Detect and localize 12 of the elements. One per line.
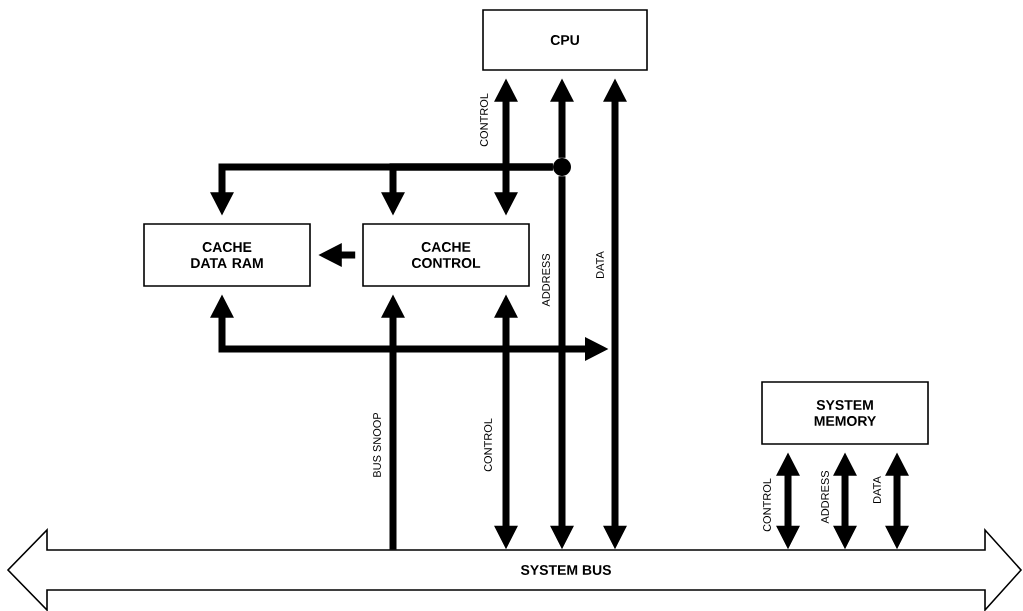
edge-label: CONTROL: [479, 92, 489, 148]
process-box: SYSTEM MEMORY: [761, 381, 929, 445]
edge-label: DATA: [872, 475, 882, 505]
junction-dot: [553, 158, 571, 176]
process-box: CPU: [482, 9, 648, 71]
process-box: CACHE CONTROL: [362, 223, 530, 287]
edge-label: ADDRESS: [541, 252, 551, 308]
edge-label: BUS SNOOP: [372, 411, 382, 479]
edge-label: CONTROL: [483, 417, 493, 473]
edge-label: ADDRESS: [820, 469, 830, 525]
edge-label: DATA: [595, 250, 605, 280]
process-box: CACHE DATA RAM: [143, 223, 311, 287]
